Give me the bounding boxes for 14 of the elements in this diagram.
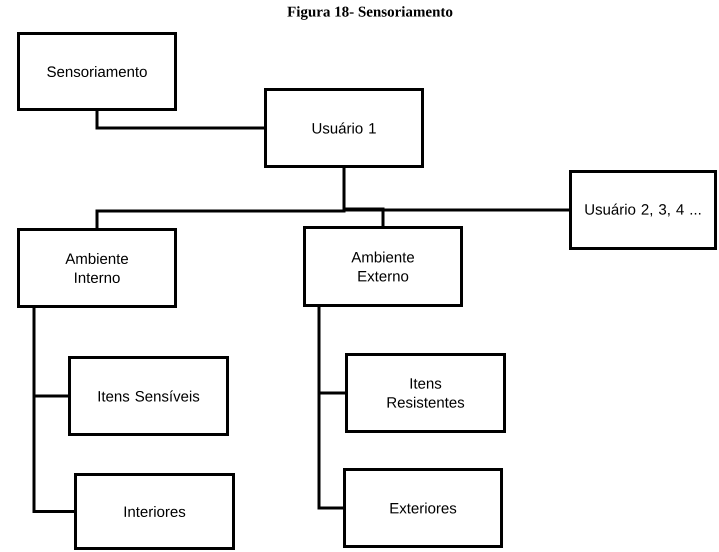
box: Ambiente Externo [303,226,463,307]
connector-line [318,306,344,510]
box: Sensoriamento [17,32,177,111]
connector-line [32,306,76,513]
box: Itens Resistentes [345,353,506,433]
box: Usuário 1 [264,88,424,168]
connector-line [96,110,266,130]
figure-title: Figura 18- Sensoriamento [287,6,452,20]
box: Exteriores [343,468,503,548]
box: Itens Sensíveis [68,356,229,436]
connector-line [342,166,570,212]
box: Usuário 2, 3, 4 ... [569,170,717,250]
box: Interiores [74,473,235,550]
box: Ambiente Interno [17,228,177,308]
